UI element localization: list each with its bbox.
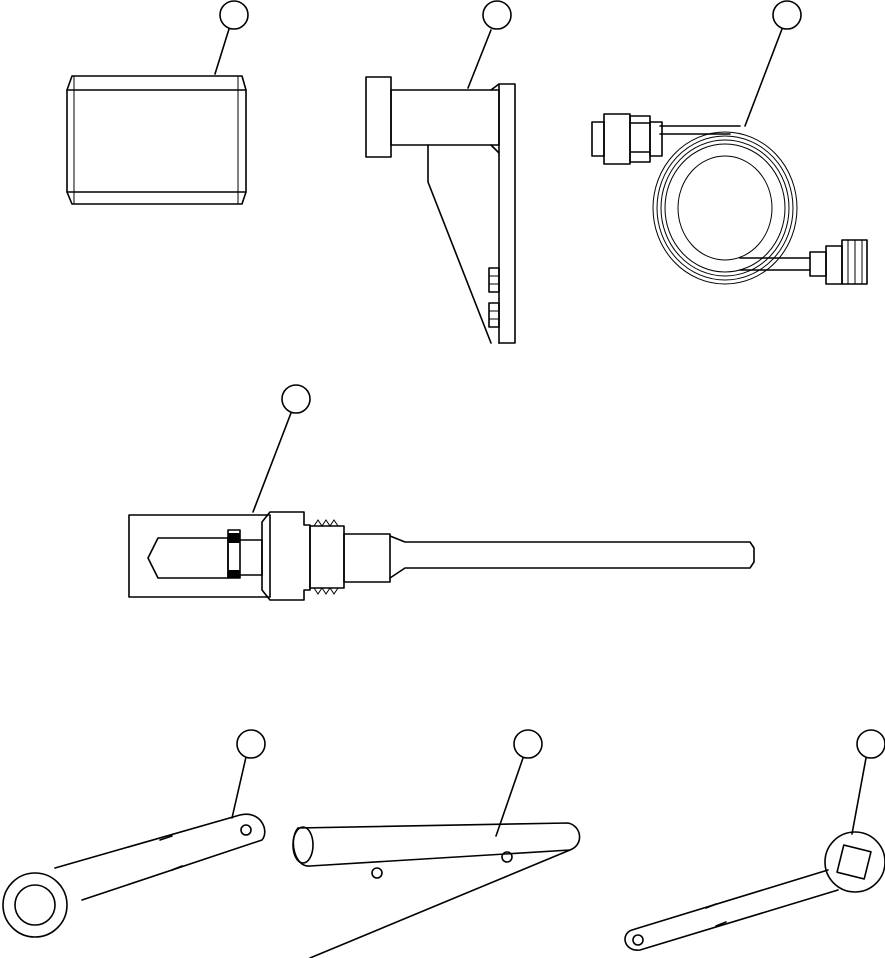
- cable-part: [591, 113, 868, 285]
- puller-part: [128, 511, 755, 601]
- callout-pin-wrench: [495, 729, 543, 837]
- callout-puller: [252, 384, 311, 513]
- square-wrench-part: [624, 831, 885, 951]
- callout-square-wrench: [851, 729, 885, 835]
- bracket-part: [365, 76, 516, 344]
- ring-wrench-part: [2, 813, 266, 938]
- pin-wrench-part: [292, 822, 581, 958]
- callout-ring-wrench: [231, 729, 266, 819]
- callout-cable: [744, 0, 802, 127]
- callout-bushing: [214, 0, 249, 75]
- callout-bracket: [467, 0, 512, 89]
- bushing-part: [66, 75, 247, 205]
